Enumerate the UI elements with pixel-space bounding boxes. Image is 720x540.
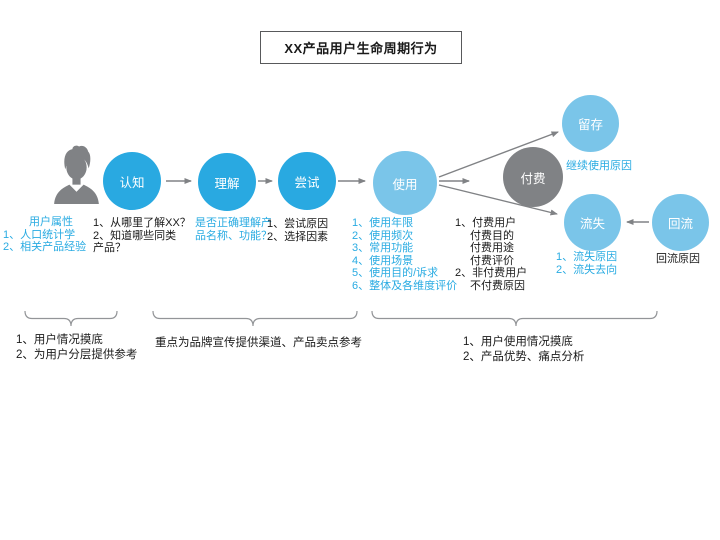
stage-label-understanding: 理解 xyxy=(214,176,240,191)
note-return: 回流原因 xyxy=(656,253,700,265)
stage-circle-trial: 尝试 xyxy=(278,152,336,210)
bracket-brand xyxy=(152,310,358,327)
stage-circle-churn: 流失 xyxy=(564,194,621,251)
note-user-attributes-heading: 用户属性 xyxy=(29,216,73,228)
stage-label-awareness: 认知 xyxy=(119,175,145,190)
user-avatar-icon xyxy=(54,145,99,204)
summary-brand: 重点为品牌宣传提供渠道、产品卖点参考 xyxy=(155,337,362,349)
stage-circle-return: 回流 xyxy=(652,194,709,251)
stage-label-retention: 留存 xyxy=(577,118,603,132)
stage-label-usage: 使用 xyxy=(392,177,418,192)
stage-label-payment: 付费 xyxy=(520,171,546,186)
note-understanding: 是否正确理解产品名称、功能？ xyxy=(195,217,272,242)
note-awareness: 1、从哪里了解XX？2、知道哪些同类产品？ xyxy=(93,217,191,255)
stage-circle-retention: 留存 xyxy=(562,95,619,152)
bracket-usage xyxy=(371,310,658,327)
stage-label-return: 回流 xyxy=(667,217,693,231)
stage-circle-usage: 使用 xyxy=(373,151,437,215)
bracket-persona xyxy=(24,310,118,327)
note-retention: 继续使用原因 xyxy=(566,160,632,172)
diagram-title: XX产品用户生命周期行为 xyxy=(260,31,462,64)
stage-circle-payment: 付费 xyxy=(503,147,563,207)
stage-circle-awareness: 认知 xyxy=(103,152,161,210)
stage-label-churn: 流失 xyxy=(579,217,605,231)
stage-label-trial: 尝试 xyxy=(294,175,320,190)
stage-circle-understanding: 理解 xyxy=(198,153,256,211)
